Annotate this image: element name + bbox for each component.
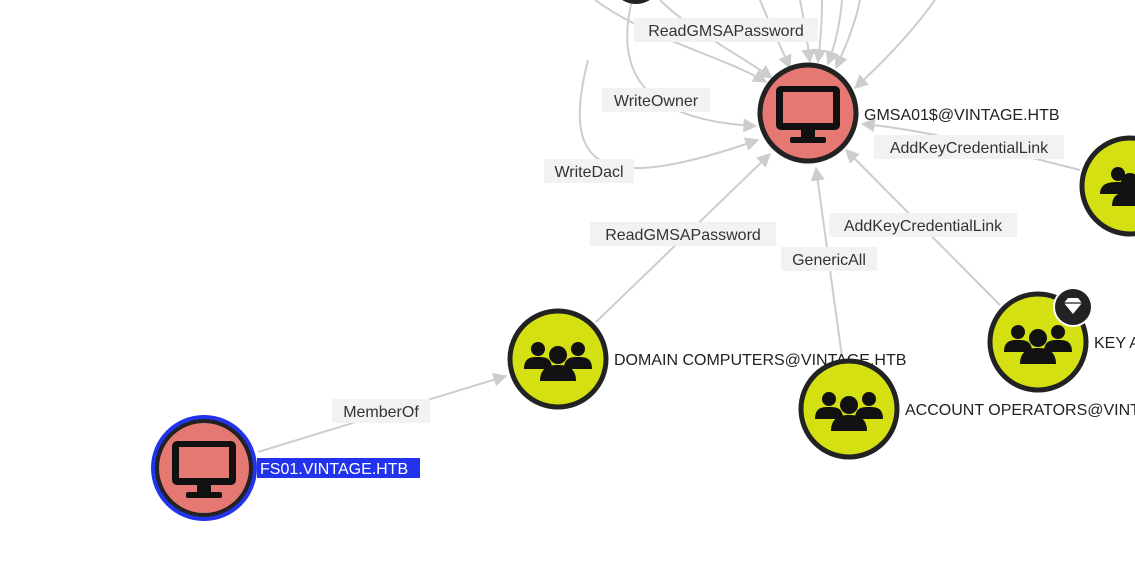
edge-label-add-key-mid[interactable]: AddKeyCredentialLink [829,213,1017,237]
edge-write-owner[interactable] [626,0,758,133]
edge-label-write-owner[interactable]: WriteOwner [602,88,710,112]
group-icon [1004,325,1072,364]
group-icon [815,392,883,431]
edge-label-text: GenericAll [792,252,866,269]
edge-top-7[interactable] [834,0,861,70]
computer-icon [172,441,236,498]
edge-write-dacl[interactable] [578,59,760,170]
selection-highlight [257,458,420,478]
edge-top-6[interactable] [825,0,843,66]
edge-label-write-dacl[interactable]: WriteDacl [544,159,634,183]
group-icon [1100,167,1135,206]
edge-label-generic-all[interactable]: GenericAll [781,247,877,271]
edge-label-text: WriteDacl [554,164,623,181]
edge-label-text: WriteOwner [614,93,699,110]
node-label-fs01: FS01.VINTAGE.HTB [260,461,408,478]
graph-node-account-operators[interactable]: ACCOUNT OPERATORS@VINT [798,358,1135,460]
edge-label-read-gmsa-top[interactable]: ReadGMSAPassword [634,18,818,42]
group-icon [524,342,592,381]
graph-node-gmsa01[interactable]: GMSA01$@VINTAGE.HTB [757,62,1060,164]
edge-label-member-of[interactable]: MemberOf [332,399,430,423]
node-label-gmsa01: GMSA01$@VINTAGE.HTB [864,107,1060,124]
graph-node-fs01[interactable]: FS01.VINTAGE.HTB [151,415,420,521]
edge-label-text: AddKeyCredentialLink [844,218,1003,235]
edge-top-1[interactable] [594,0,768,83]
graph-node-top[interactable] [610,0,662,4]
nodes-layer: GMSA01$@VINTAGE.HTB [151,0,1135,521]
edge-label-add-key-right[interactable]: AddKeyCredentialLink [874,135,1064,159]
graph-node-key-admins[interactable]: KEY A [987,287,1135,393]
edge-labels-layer: ReadGMSAPassword WriteOwner WriteDacl Re… [332,18,1064,423]
edge-label-text: AddKeyCredentialLink [890,140,1049,157]
edge-label-text: ReadGMSAPassword [648,23,804,40]
graph-node-right-group[interactable] [1079,135,1135,237]
edge-top-8[interactable] [853,0,936,89]
gem-icon [1053,287,1093,327]
node-label-account-operators: ACCOUNT OPERATORS@VINT [905,402,1135,419]
edge-top-5[interactable] [812,0,827,64]
edge-label-text: MemberOf [343,404,419,421]
edge-label-text: ReadGMSAPassword [605,227,761,244]
node-label-key-admins: KEY A [1094,335,1135,352]
computer-icon [776,86,840,143]
edge-label-read-gmsa-dc[interactable]: ReadGMSAPassword [590,222,776,246]
